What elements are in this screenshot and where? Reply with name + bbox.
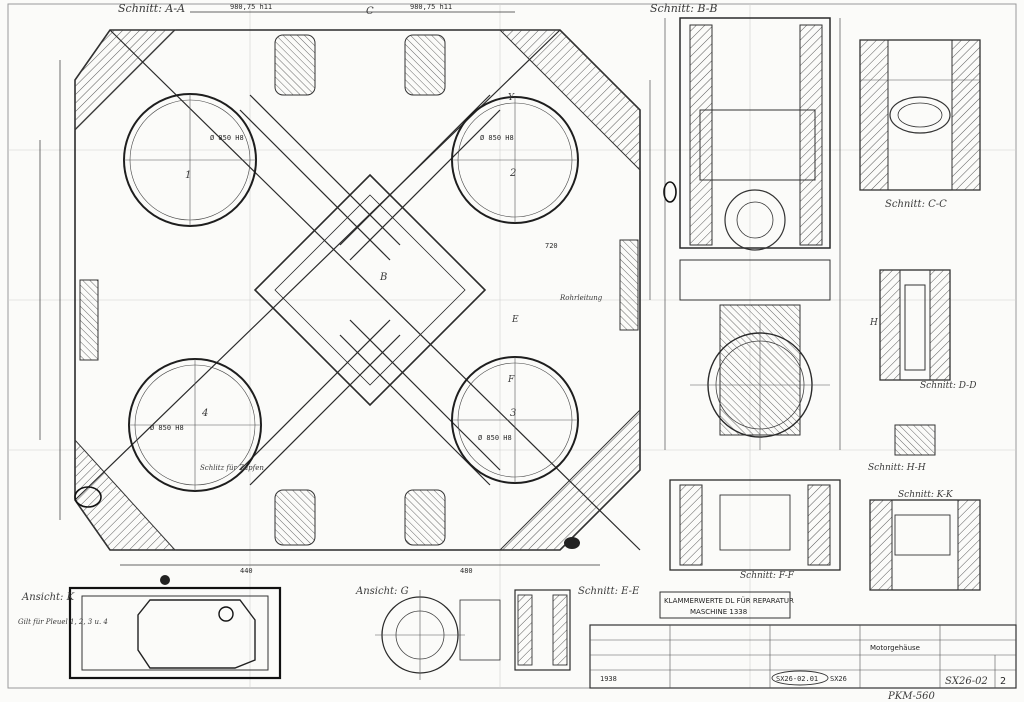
label-section-h-h: Schnitt: H-H (868, 463, 926, 473)
marker-c: C (366, 6, 374, 17)
label-view-k: Ansicht: K (21, 592, 75, 603)
grid-lines (8, 4, 1016, 688)
clamp-note-line-2: MASCHINE 1338 (690, 608, 747, 616)
wall-hatch (498, 29, 641, 172)
section-c-c (859, 39, 981, 191)
drawing-number-2: SX26-02.01 (776, 675, 818, 683)
label-section-b-b: Schnitt: B-B (650, 2, 718, 15)
note-gilt: Gilt für Pleuel 1, 2, 3 u. 4 (18, 618, 108, 626)
label-view-g: Ansicht: G (355, 586, 409, 597)
marker-y: Y (508, 93, 515, 103)
section-e-e (514, 589, 571, 671)
drawing-number: SX26-02 (945, 676, 988, 687)
dim-bore-2: Ø 850 H8 (480, 134, 514, 142)
central-diamond-inner (274, 194, 466, 386)
clamp-note-box (659, 591, 791, 619)
boss-hatch (274, 489, 316, 546)
bore-1 (123, 93, 257, 227)
dim-480: 480 (460, 567, 473, 575)
dim-top-2: 980,75 h11 (410, 3, 452, 11)
main-section-a-a (39, 11, 641, 566)
note-rohr: Rohrleitung (559, 294, 603, 302)
dim-440: 440 (240, 567, 253, 575)
mark-ellipse (74, 486, 102, 508)
label-section-a-a: Schnitt: A-A (118, 2, 185, 15)
title-date: 1938 (600, 675, 617, 683)
section-d-d (879, 269, 951, 381)
section-f-f (669, 479, 841, 571)
label-section-k-k: Schnitt: K-K (898, 490, 954, 500)
bore-3 (451, 356, 579, 484)
bore-2 (451, 96, 579, 224)
bore-4-number: 4 (201, 408, 208, 419)
mark-ellipse-filled (564, 537, 580, 549)
boss-hatch (404, 34, 446, 96)
title-block (589, 624, 1017, 689)
label-section-d-d: Schnitt: D-D (920, 381, 976, 391)
dim-bore-3: Ø 850 H8 (478, 434, 512, 442)
dim-bore-1: Ø 850 H8 (210, 134, 244, 142)
dim-top-1: 980,75 h11 (230, 3, 272, 11)
boss-hatch (274, 34, 316, 96)
stamp-text: PKM-560 (887, 691, 936, 702)
sheet-border (7, 3, 1017, 689)
model-number: SX26 (830, 675, 847, 683)
view-g (375, 590, 501, 680)
sheet-number: 2 (1000, 676, 1006, 687)
dim-720: 720 (545, 242, 558, 250)
bore-4 (128, 358, 262, 492)
note-slot: Schlitz für Zapfen (200, 464, 264, 472)
dimension-lines (39, 11, 600, 566)
bore-1-number: 1 (185, 170, 191, 181)
title-name: Motorgehäuse (870, 644, 920, 652)
side-hatch (79, 279, 99, 361)
wall-hatch (74, 29, 177, 132)
bore-2-number: 2 (509, 168, 516, 179)
marker-e: E (511, 315, 519, 325)
dim-bore-4: Ø 850 H8 (150, 424, 184, 432)
side-hatch (619, 239, 639, 331)
label-section-e-e: Schnitt: E-E (578, 586, 640, 597)
label-section-c-c: Schnitt: C-C (885, 199, 947, 210)
bore-3-number: 3 (510, 408, 516, 419)
marker-h: H (869, 318, 878, 328)
central-diamond (253, 173, 487, 407)
section-b-b (649, 17, 841, 450)
wall-hatch (498, 408, 641, 551)
section-k-k (869, 424, 981, 591)
marker-f: F (507, 375, 515, 385)
marker-b: B (379, 272, 387, 283)
view-k (68, 575, 282, 680)
wall-hatch (74, 438, 177, 551)
boss-hatch (404, 489, 446, 546)
clamp-note-line-1: KLAMMERWERTE DL FÜR REPARATUR (664, 596, 794, 605)
mark-ellipse (663, 181, 677, 203)
label-section-f-f: Schnitt: F-F (740, 571, 795, 581)
